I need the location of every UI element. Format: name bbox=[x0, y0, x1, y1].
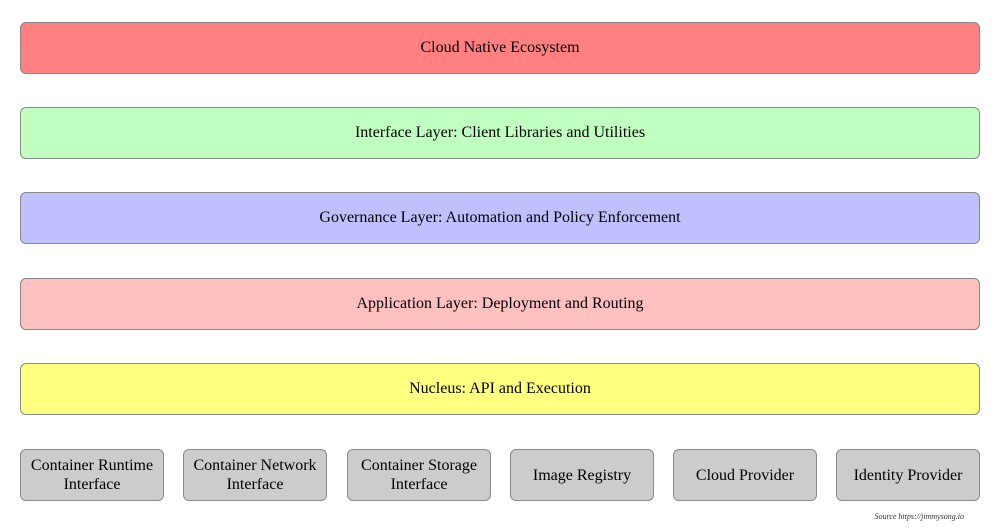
governance-layer-label: Governance Layer: Automation and Policy … bbox=[319, 209, 681, 226]
governance-layer: Governance Layer: Automation and Policy … bbox=[20, 192, 980, 244]
source-note: Source https://jimmysong.io bbox=[874, 512, 964, 521]
cloud-native-ecosystem-layer: Cloud Native Ecosystem bbox=[20, 22, 980, 74]
container-runtime-interface-box: Container Runtime Interface bbox=[20, 449, 164, 501]
foundation-row: Container Runtime Interface Container Ne… bbox=[20, 449, 980, 501]
identity-provider-box: Identity Provider bbox=[836, 449, 980, 501]
container-runtime-interface-label: Container Runtime Interface bbox=[30, 457, 154, 493]
image-registry-label: Image Registry bbox=[532, 466, 632, 484]
nucleus-layer: Nucleus: API and Execution bbox=[20, 363, 980, 415]
cloud-native-ecosystem-label: Cloud Native Ecosystem bbox=[420, 39, 580, 56]
nucleus-layer-label: Nucleus: API and Execution bbox=[409, 380, 591, 397]
container-network-interface-label: Container Network Interface bbox=[193, 457, 317, 493]
container-storage-interface-label: Container Storage Interface bbox=[361, 457, 477, 493]
cloud-provider-box: Cloud Provider bbox=[673, 449, 817, 501]
image-registry-box: Image Registry bbox=[510, 449, 654, 501]
container-network-interface-box: Container Network Interface bbox=[183, 449, 327, 501]
identity-provider-label: Identity Provider bbox=[853, 466, 963, 484]
application-layer: Application Layer: Deployment and Routin… bbox=[20, 278, 980, 330]
container-storage-interface-box: Container Storage Interface bbox=[347, 449, 491, 501]
interface-layer: Interface Layer: Client Libraries and Ut… bbox=[20, 107, 980, 159]
cloud-provider-label: Cloud Provider bbox=[695, 466, 795, 484]
application-layer-label: Application Layer: Deployment and Routin… bbox=[356, 295, 644, 312]
interface-layer-label: Interface Layer: Client Libraries and Ut… bbox=[354, 124, 646, 141]
